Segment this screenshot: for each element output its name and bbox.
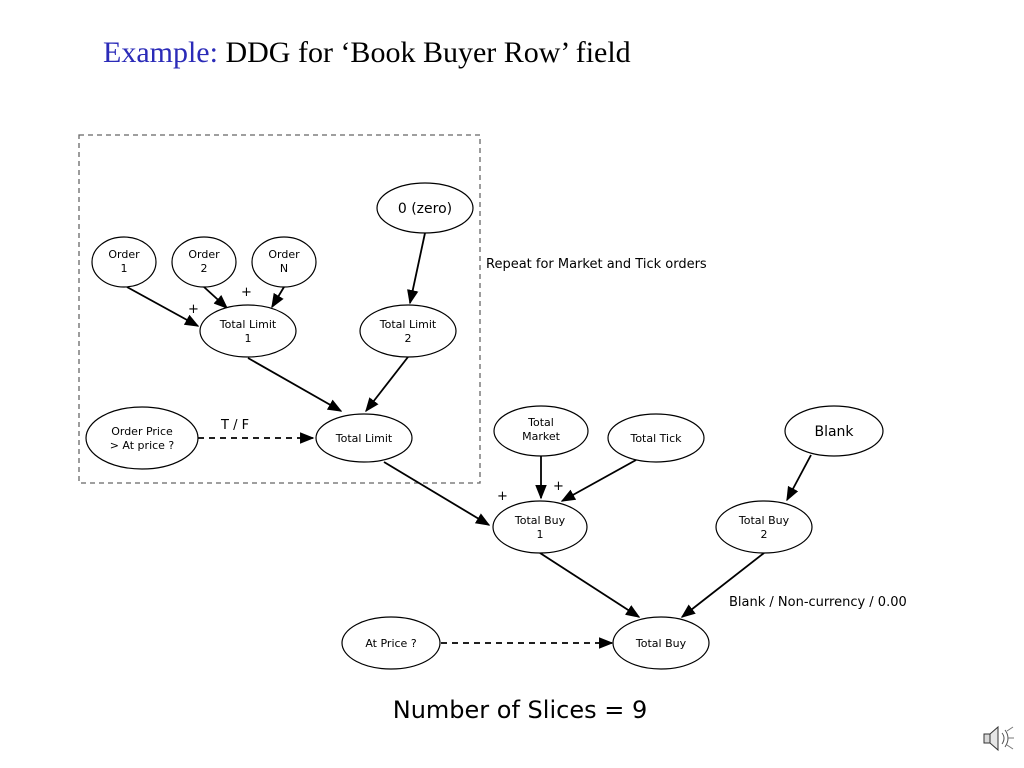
node-order-1-index: 1 xyxy=(121,262,128,275)
node-at-price-label: At Price ? xyxy=(365,637,416,650)
node-total-limit-2: Total Limit 2 xyxy=(359,304,457,358)
edge-total-limit-to-total-buy-1 xyxy=(383,461,491,526)
edge-total-buy-1-to-total-buy xyxy=(539,552,641,618)
node-total-buy-2: Total Buy 2 xyxy=(715,500,813,554)
node-total-market: Total Market xyxy=(493,405,589,457)
node-zero: 0 (zero) xyxy=(376,182,474,234)
edge-orderN-to-total-limit-1 xyxy=(271,286,285,309)
node-total-limit-label: Total Limit xyxy=(335,432,393,445)
plus-sign-order2: + xyxy=(241,285,252,300)
node-order-1: Order 1 xyxy=(91,236,157,288)
tf-label: T / F xyxy=(220,418,249,433)
node-order-price-condition: > At price ? xyxy=(110,439,175,452)
node-blank-label: Blank xyxy=(814,424,854,440)
node-total-market-label-2: Market xyxy=(522,430,560,443)
edge-total-limit-2-to-total-limit xyxy=(365,356,409,413)
node-order-n-label: Order xyxy=(268,248,300,261)
edge-blank-to-total-buy-2 xyxy=(786,454,812,502)
speaker-icon[interactable] xyxy=(983,725,1014,752)
node-total-tick-label: Total Tick xyxy=(629,432,682,445)
node-order-1-label: Order xyxy=(108,248,140,261)
node-total-limit-2-label: Total Limit xyxy=(379,318,437,331)
node-total-buy-1-label: Total Buy xyxy=(514,514,566,527)
slice-count: Number of Slices = 9 xyxy=(392,696,648,724)
node-order-n-index: N xyxy=(280,262,288,275)
edge-total-limit-1-to-total-limit xyxy=(247,357,343,412)
edge-total-tick-to-total-buy-1 xyxy=(560,459,637,502)
node-total-market-label: Total xyxy=(527,416,554,429)
plus-sign-total-market: + xyxy=(497,489,508,504)
node-total-limit: Total Limit xyxy=(315,413,413,463)
edge-order1-to-total-limit-1 xyxy=(126,286,200,327)
node-total-buy-label: Total Buy xyxy=(635,637,687,650)
node-order-n: Order N xyxy=(251,236,317,288)
title-lead: Example: xyxy=(103,36,218,69)
node-total-limit-1-index: 1 xyxy=(245,332,252,345)
plus-sign-order1: + xyxy=(188,302,199,317)
edge-total-buy-2-to-total-buy xyxy=(680,552,765,618)
node-total-limit-1-label: Total Limit xyxy=(219,318,277,331)
slide-title: Example: DDG for ‘Book Buyer Row’ field xyxy=(103,36,631,70)
node-order-2-index: 2 xyxy=(201,262,208,275)
node-total-limit-1: Total Limit 1 xyxy=(199,304,297,358)
repeat-note: Repeat for Market and Tick orders xyxy=(486,257,707,272)
edge-order2-to-total-limit-1 xyxy=(203,286,229,309)
plus-sign-total-tick: + xyxy=(553,479,564,494)
node-order-2-label: Order xyxy=(188,248,220,261)
node-order-price-label: Order Price xyxy=(111,425,173,438)
node-total-buy-2-index: 2 xyxy=(761,528,768,541)
currency-note: Blank / Non-currency / 0.00 xyxy=(729,595,907,610)
node-total-buy-2-label: Total Buy xyxy=(738,514,790,527)
node-total-buy-1: Total Buy 1 xyxy=(492,500,588,554)
node-at-price: At Price ? xyxy=(341,616,441,670)
node-total-buy: Total Buy xyxy=(612,616,710,670)
node-total-limit-2-index: 2 xyxy=(405,332,412,345)
node-total-tick: Total Tick xyxy=(607,413,705,463)
node-blank: Blank xyxy=(784,405,884,457)
edge-zero-to-total-limit-2 xyxy=(407,232,426,305)
node-zero-label: 0 (zero) xyxy=(398,201,452,217)
node-total-buy-1-index: 1 xyxy=(537,528,544,541)
node-order-2: Order 2 xyxy=(171,236,237,288)
repeat-group-box xyxy=(78,134,481,484)
title-rest: DDG for ‘Book Buyer Row’ field xyxy=(225,36,631,69)
node-order-price: Order Price > At price ? xyxy=(85,406,199,470)
